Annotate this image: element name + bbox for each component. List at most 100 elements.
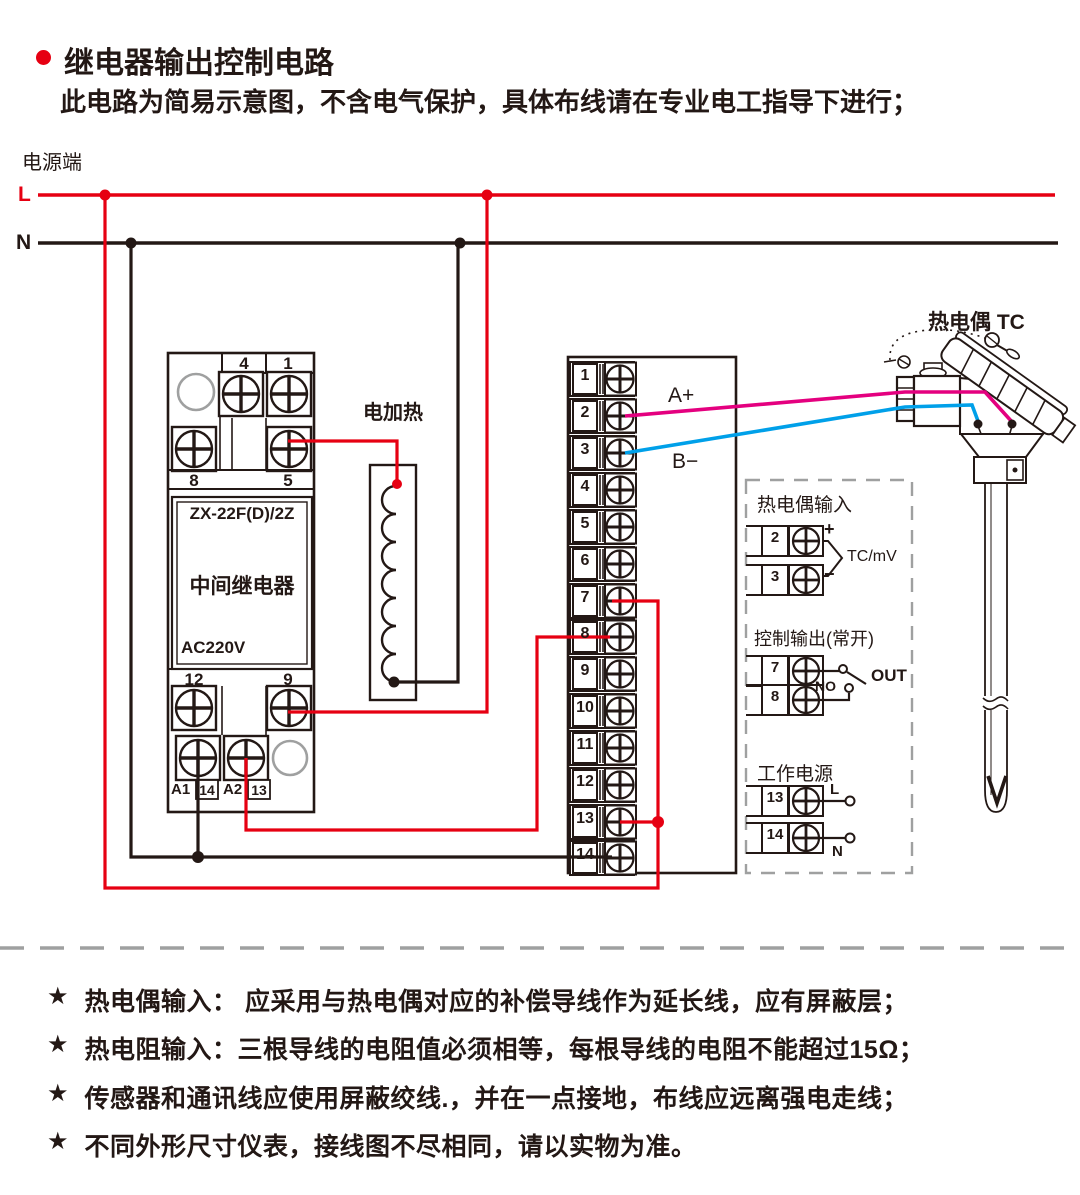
junction-dot-a1-n bbox=[192, 851, 204, 863]
tc-negative-wire bbox=[624, 403, 980, 455]
junction-v-mark bbox=[986, 775, 1008, 809]
note-item-1: ★ 热电偶输入： 应采用与热电偶对应的补偿导线作为延长线，应有屏蔽层； bbox=[47, 982, 908, 1018]
control-terminal-8: 8 bbox=[770, 688, 780, 705]
probe-tip bbox=[984, 710, 1008, 813]
no-label: NO bbox=[815, 678, 836, 694]
block-terminal-13: 13 bbox=[576, 810, 594, 827]
b-minus-label: B− bbox=[672, 450, 699, 473]
working-power-title: 工作电源 bbox=[757, 764, 834, 785]
note-item-4: ★ 不同外形尺寸仪表，接线图不尽相同，请以实物为准。 bbox=[47, 1127, 697, 1163]
note-text: 传感器和通讯线应使用屏蔽绞线.，并在一点接地，布线应远离强电走线； bbox=[84, 1085, 908, 1113]
n-branch-to-heater bbox=[394, 243, 460, 684]
block-terminal-1: 1 bbox=[580, 367, 590, 384]
relay-indicator-lamp-bottom bbox=[271, 739, 309, 777]
wires bbox=[38, 189, 1058, 890]
heater-top-dot bbox=[392, 479, 402, 489]
block-terminal-7: 7 bbox=[580, 589, 590, 606]
n-branch-to-terminal14 bbox=[129, 243, 612, 859]
block-terminal-6: 6 bbox=[580, 552, 590, 569]
relay-terminal-4: 4 bbox=[239, 354, 249, 373]
switch-blade bbox=[846, 671, 867, 685]
l-branch-to-terminal7-13 bbox=[103, 195, 660, 890]
terminal-cap bbox=[940, 331, 1077, 444]
power-side-label: 电源端 bbox=[22, 152, 82, 174]
heater-bottom-dot bbox=[388, 676, 400, 688]
relay-terminal-14: 14 bbox=[199, 782, 215, 798]
neck bbox=[958, 433, 1045, 458]
block-terminal-11: 11 bbox=[576, 736, 594, 753]
a-plus-label: A+ bbox=[668, 384, 695, 407]
relay-terminal-13: 13 bbox=[251, 782, 267, 798]
block-terminal-2: 2 bbox=[580, 404, 590, 421]
relay-a2-to-terminal8-wire bbox=[244, 635, 610, 832]
block-terminal-3: 3 bbox=[580, 441, 590, 458]
tc-positive-wire bbox=[624, 390, 1015, 425]
tc-head-dot-right bbox=[1007, 419, 1017, 429]
relay-terminal-a1: A1 bbox=[171, 781, 191, 798]
relay-terminal-1: 1 bbox=[283, 354, 293, 373]
block-terminal-8: 8 bbox=[580, 625, 590, 642]
page-subtitle: 此电路为简易示意图，不含电气保护，具体布线请在专业电工指导下进行； bbox=[60, 87, 919, 117]
tc-input-terminal-2: 2 bbox=[770, 529, 780, 546]
block-terminal-5: 5 bbox=[580, 515, 590, 532]
tc-minus-label: − bbox=[824, 564, 835, 584]
block-terminal-12: 12 bbox=[576, 773, 594, 790]
heater-component bbox=[368, 463, 418, 702]
relay-component bbox=[166, 351, 316, 814]
thermocouple-label: 热电偶 TC bbox=[928, 311, 1025, 334]
switch-contact-bottom bbox=[844, 683, 854, 693]
relay-terminal-8: 8 bbox=[189, 471, 199, 490]
heater-coil bbox=[380, 484, 397, 684]
head-body bbox=[912, 374, 962, 428]
power-l-terminal-circle bbox=[844, 795, 856, 807]
power-n-terminal-circle bbox=[844, 832, 856, 844]
block-terminal-4: 4 bbox=[580, 478, 590, 495]
tc-head-dot-left bbox=[973, 419, 983, 429]
tc-mv-bracket bbox=[823, 540, 844, 577]
tc-plus-label: + bbox=[824, 519, 835, 539]
relay-name: 中间继电器 bbox=[189, 575, 295, 598]
out-label: OUT bbox=[871, 666, 907, 685]
note-text: 热电偶输入： 应采用与热电偶对应的补偿导线作为延长线，应有屏蔽层； bbox=[84, 988, 908, 1016]
thermocouple-graphic bbox=[883, 328, 1077, 813]
relay5-to-heater-wire bbox=[288, 439, 399, 482]
star-icon: ★ bbox=[47, 1128, 69, 1155]
tc-signal-label: TC/mV bbox=[847, 548, 897, 565]
heater-label: 电加热 bbox=[363, 402, 423, 424]
relay-terminal-9: 9 bbox=[283, 670, 293, 689]
block-terminal-10: 10 bbox=[576, 699, 594, 716]
tc-input-title: 热电偶输入 bbox=[757, 495, 853, 516]
relay-indicator-lamp-top bbox=[176, 372, 216, 412]
relay-model: ZX-22F(D)/2Z bbox=[189, 504, 295, 523]
power-l-label: L bbox=[830, 781, 840, 798]
n-line-label: N bbox=[16, 231, 32, 254]
section-divider bbox=[0, 946, 1080, 950]
l-line-label: L bbox=[18, 183, 31, 206]
io-legend-panel bbox=[744, 478, 914, 875]
control-output-title: 控制输出(常开) bbox=[754, 629, 874, 649]
power-terminal-13: 13 bbox=[766, 789, 784, 806]
note-text: 热电阻输入：三根导线的电阻值必须相等，每根导线的电阻不能超过15Ω； bbox=[84, 1036, 925, 1064]
note-item-3: ★ 传感器和通讯线应使用屏蔽绞线.，并在一点接地，布线应远离强电走线； bbox=[47, 1079, 908, 1115]
tc-input-terminal-3: 3 bbox=[770, 568, 780, 585]
note-item-2: ★ 热电阻输入：三根导线的电阻值必须相等，每根导线的电阻不能超过15Ω； bbox=[47, 1030, 924, 1066]
star-icon: ★ bbox=[47, 1031, 69, 1058]
title-bullet-icon bbox=[36, 50, 51, 65]
junction-dot-terminal13 bbox=[652, 816, 664, 828]
block-terminal-9: 9 bbox=[580, 662, 590, 679]
page-title: 继电器输出控制电路 bbox=[64, 47, 334, 80]
switch-contact-top bbox=[838, 664, 848, 674]
star-icon: ★ bbox=[47, 983, 69, 1010]
relay-voltage: AC220V bbox=[181, 638, 246, 657]
relay-terminal-12: 12 bbox=[184, 670, 204, 689]
power-terminal-14: 14 bbox=[766, 826, 784, 843]
star-icon: ★ bbox=[47, 1080, 69, 1107]
terminal-block bbox=[566, 355, 738, 877]
relay-terminal-a2: A2 bbox=[223, 781, 243, 798]
probe-break-mark bbox=[982, 696, 1009, 703]
power-n-label: N bbox=[832, 843, 843, 860]
control-terminal-7: 7 bbox=[770, 659, 780, 676]
relay-terminal-5: 5 bbox=[283, 471, 293, 490]
